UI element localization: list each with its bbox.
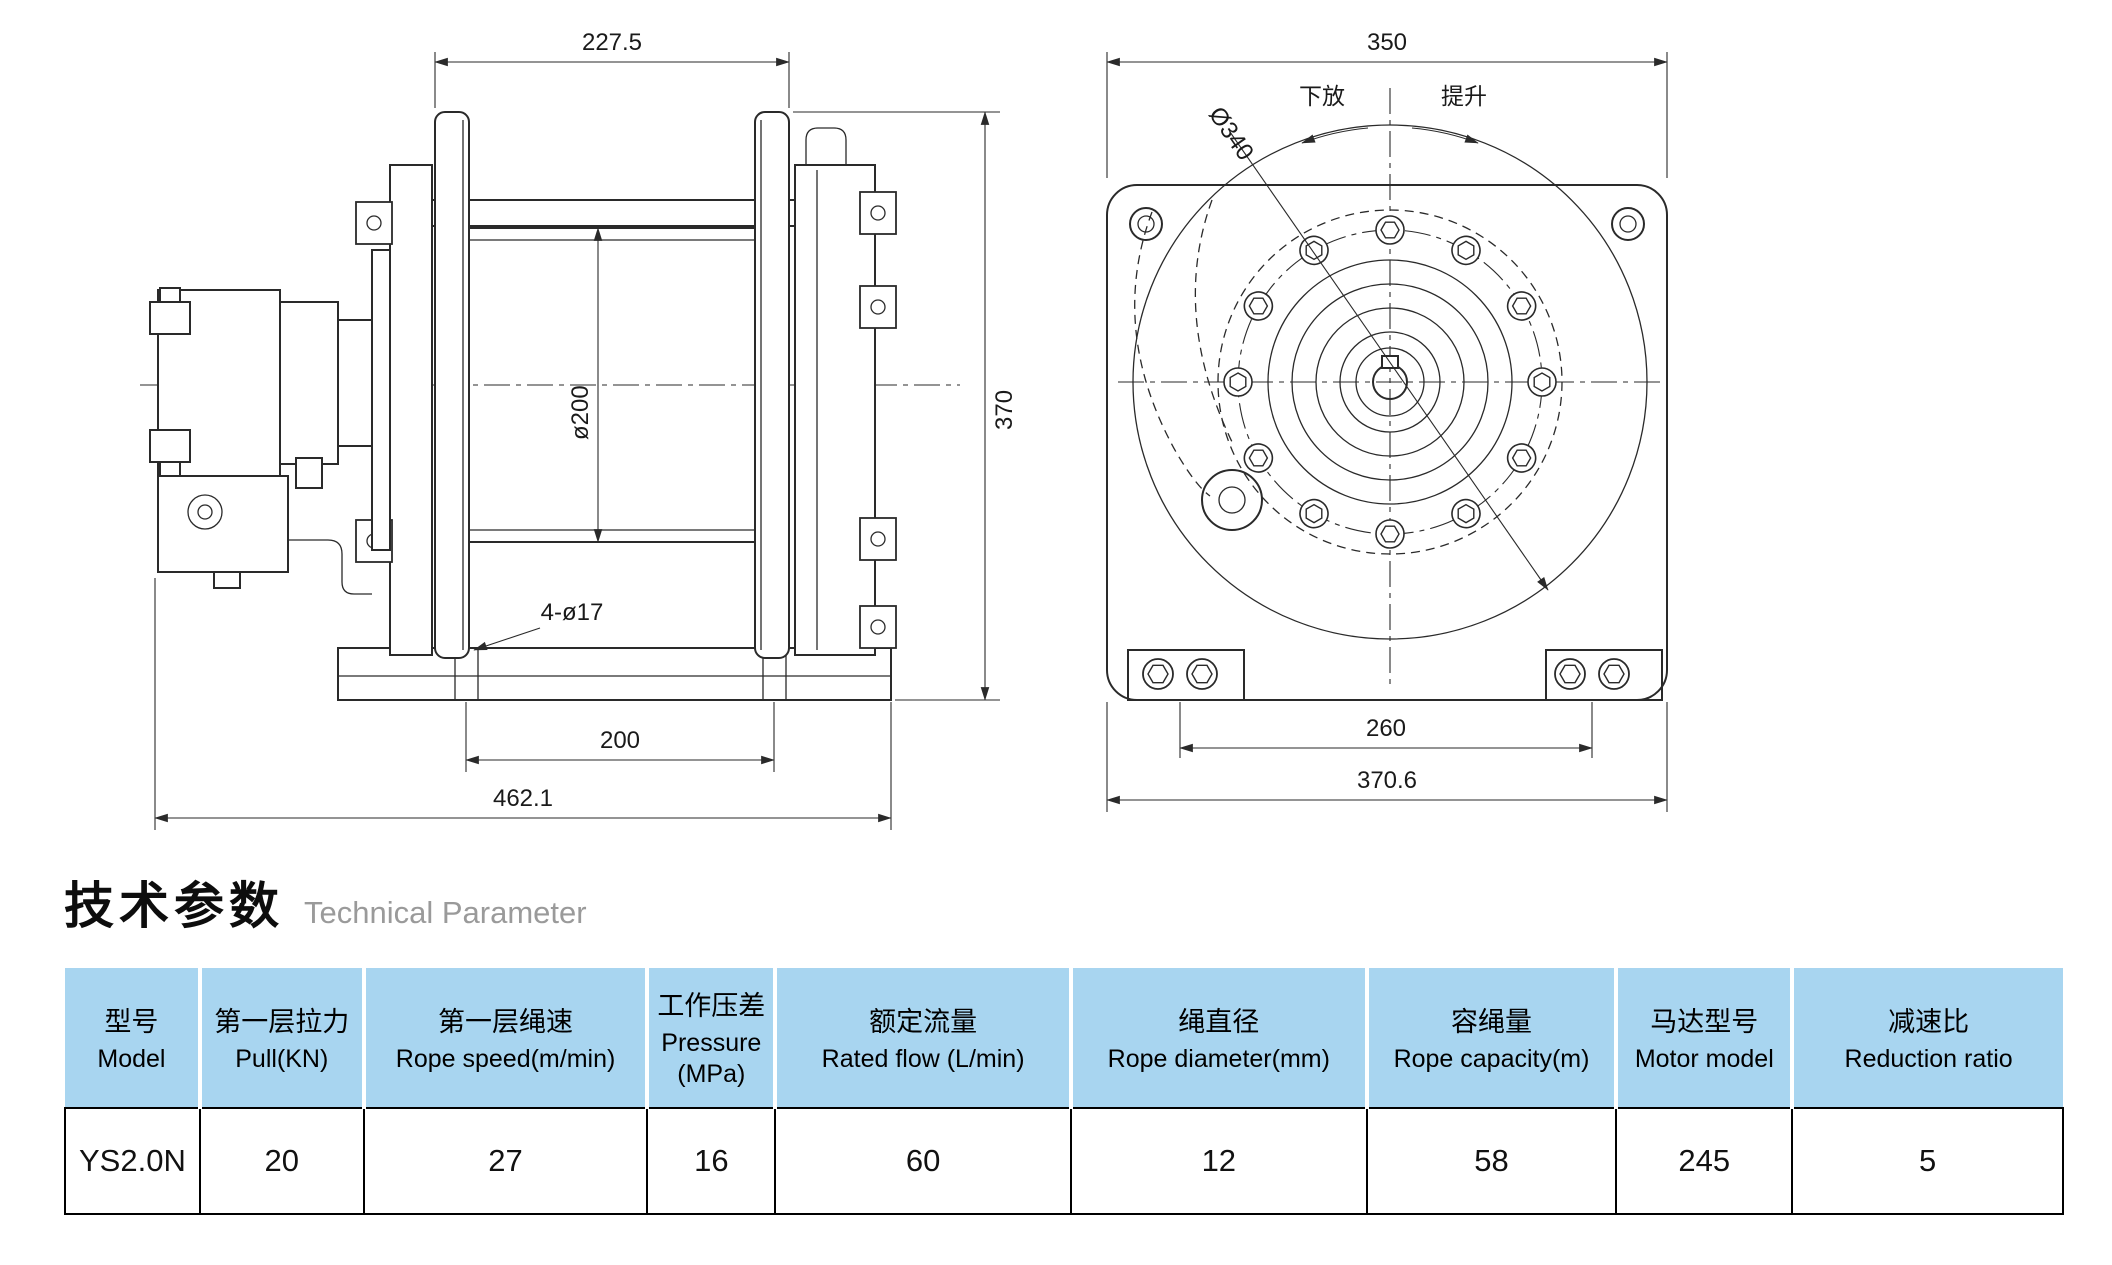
header-cn: 工作压差 [657, 991, 766, 1021]
dim-base-holes: 4-ø17 [473, 599, 604, 651]
col-header-rated-flow: 额定流量 Rated flow (L/min) [773, 968, 1073, 1109]
cell-motor-model: 245 [1615, 1106, 1794, 1215]
dim-370-6: 370.6 [1106, 702, 1668, 812]
label-lower: 下放 [1299, 83, 1345, 109]
dim-label-200: 200 [600, 727, 640, 754]
section-title-cn: 技术参数 [64, 878, 284, 934]
side-view-drawing: 227.5 ø200 370 4-ø17 200 [140, 29, 1018, 830]
header-en: Motor model [1634, 1044, 1774, 1073]
col-header-model: 型号 Model [65, 968, 202, 1109]
dim-label-462-1: 462.1 [493, 785, 553, 812]
dim-drum-diameter: ø200 [567, 227, 603, 543]
dim-200: 200 [465, 702, 775, 772]
dim-label-350: 350 [1367, 29, 1407, 56]
technical-drawings: 227.5 ø200 370 4-ø17 200 [140, 29, 1668, 830]
dim-label-o200: ø200 [567, 385, 594, 440]
header-en: Rope diameter(mm) [1107, 1044, 1330, 1073]
table-header-row: 型号 Model 第一层拉力 Pull(KN) 第一层绳速 Rope speed(m/… [65, 968, 2063, 1109]
label-lift: 提升 [1441, 83, 1487, 109]
brake-lever [1134, 199, 1263, 531]
dim-260: 260 [1179, 702, 1593, 758]
col-header-rope-speed: 第一层绳速 Rope speed(m/min) [361, 968, 650, 1109]
dim-label-4-o17: 4-ø17 [541, 599, 604, 626]
cell-reduction-ratio: 5 [1791, 1106, 2064, 1215]
dim-350: 350 [1106, 29, 1668, 178]
header-en: Rope speed(m/min) [395, 1044, 616, 1073]
col-header-reduction-ratio: 减速比 Reduction ratio [1790, 968, 2063, 1109]
table-data-row: YS2.0N 20 27 16 60 12 58 245 5 [64, 1106, 2064, 1215]
cell-rope-speed: 27 [362, 1106, 649, 1215]
parameter-table: 型号 Model 第一层拉力 Pull(KN) 第一层绳速 Rope speed(m/… [64, 968, 2064, 1215]
header-cn: 额定流量 [869, 1006, 978, 1037]
rotation-direction: 下放 提升 [1299, 83, 1487, 144]
header-cn: 绳直径 [1178, 1006, 1260, 1037]
section-title: 技术参数 Technical Parameter [64, 866, 2112, 938]
cell-pressure: 16 [646, 1106, 777, 1215]
drum-flange-right [754, 111, 790, 659]
motor-mount [1217, 209, 1563, 555]
col-header-motor-model: 马达型号 Motor model [1614, 968, 1795, 1109]
dim-label-o340: Ø340 [1203, 102, 1259, 166]
header-cn: 型号 [104, 1006, 159, 1037]
header-cn: 第一层拉力 [214, 1006, 350, 1037]
header-cn: 马达型号 [1650, 1006, 1759, 1037]
dim-label-370-6: 370.6 [1357, 767, 1417, 794]
col-header-pull: 第一层拉力 Pull(KN) [197, 968, 366, 1109]
drum-circle [1132, 124, 1648, 640]
dim-label-260: 260 [1366, 715, 1406, 742]
hydraulic-motor [149, 249, 391, 595]
header-en: Rated flow (L/min) [821, 1044, 1025, 1073]
mounting-plate [1106, 184, 1668, 701]
dim-227-5: 227.5 [434, 29, 790, 108]
left-frame-plate [389, 164, 433, 656]
header-en: Rope capacity(m) [1393, 1044, 1590, 1073]
header-en: Reduction ratio [1844, 1044, 2013, 1073]
dim-462-1: 462.1 [154, 578, 892, 830]
dim-370: 370 [793, 111, 1018, 701]
right-frame-plate [794, 164, 876, 656]
lift-direction-arrow [1411, 127, 1479, 144]
cell-pull: 20 [198, 1106, 365, 1215]
cell-rope-capacity: 58 [1365, 1106, 1618, 1215]
cell-rope-diameter: 12 [1069, 1106, 1368, 1215]
dim-label-370: 370 [991, 390, 1018, 430]
header-en: Model [97, 1044, 166, 1073]
col-header-rope-capacity: 容绳量 Rope capacity(m) [1364, 968, 1619, 1109]
cell-model: YS2.0N [64, 1106, 201, 1215]
hydraulic-hose [288, 539, 372, 595]
header-en: Pressure (MPa) [661, 1029, 762, 1089]
header-en: Pull(KN) [235, 1044, 329, 1073]
mounting-feet [1127, 649, 1663, 701]
section-title-en: Technical Parameter [304, 895, 587, 930]
cell-rated-flow: 60 [774, 1106, 1072, 1215]
lower-direction-arrow [1301, 127, 1369, 144]
col-header-pressure: 工作压差 Pressure (MPa) [645, 968, 778, 1109]
header-cn: 减速比 [1888, 1006, 1970, 1037]
lift-handle [805, 127, 847, 200]
header-cn: 第一层绳速 [438, 1006, 574, 1037]
drum-flange-left [434, 111, 470, 659]
col-header-rope-diameter: 绳直径 Rope diameter(mm) [1068, 968, 1369, 1109]
front-view-drawing: 下放 提升 Ø340 350 260 [1106, 29, 1668, 812]
dim-label-227-5: 227.5 [582, 29, 642, 56]
header-cn: 容绳量 [1451, 1006, 1533, 1037]
